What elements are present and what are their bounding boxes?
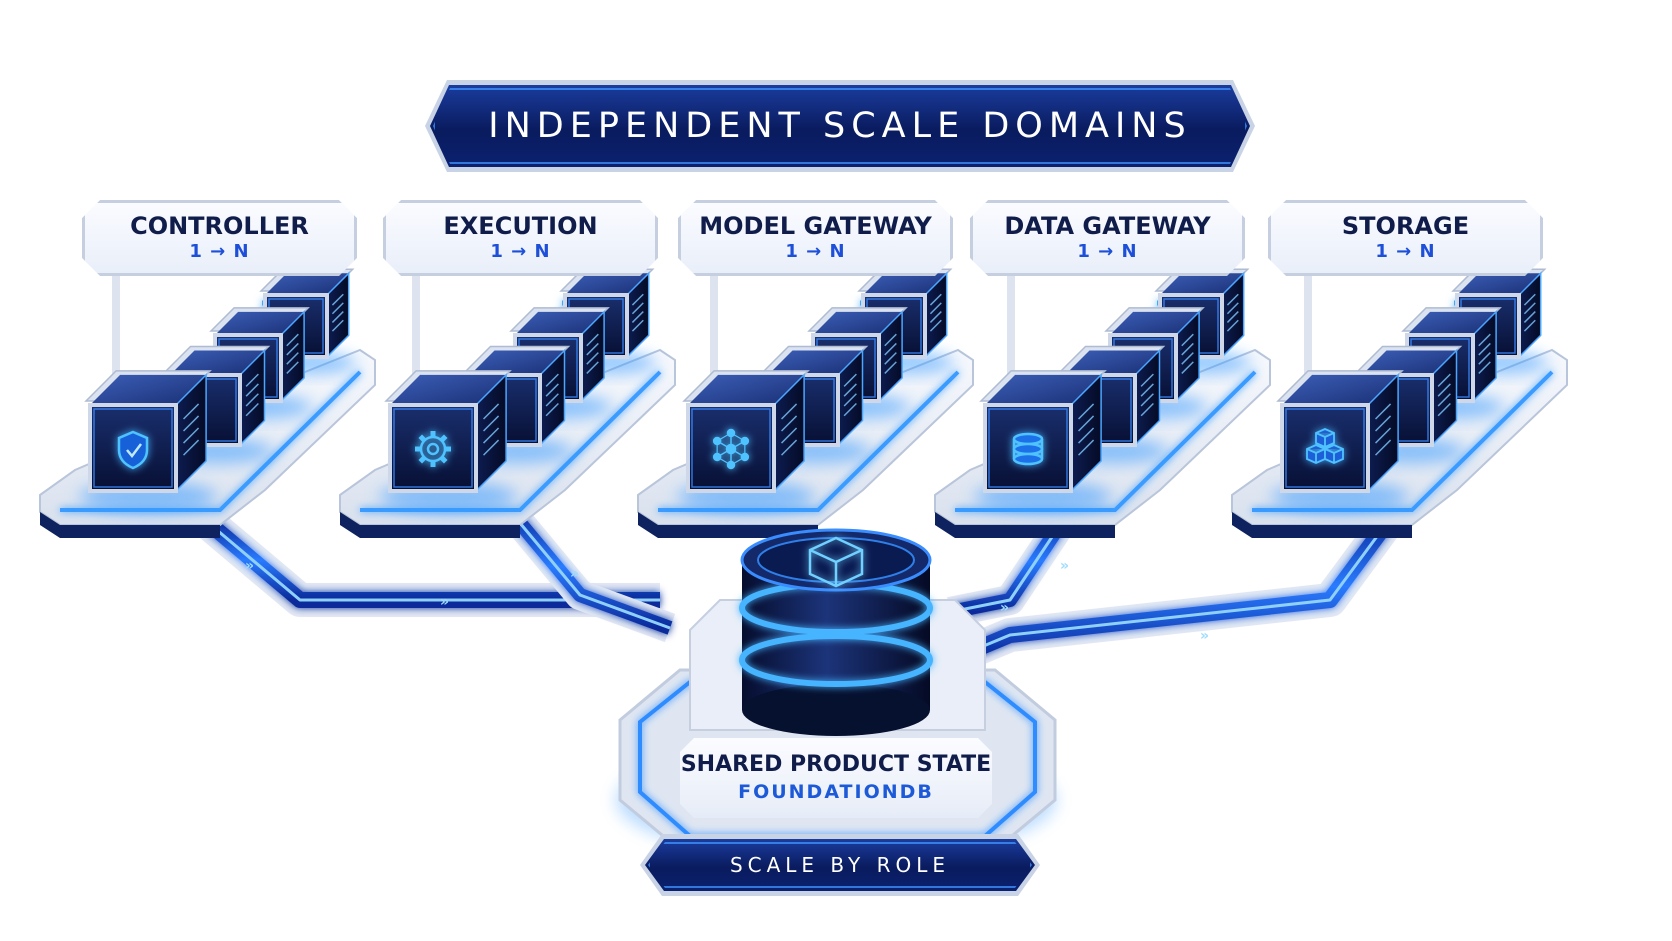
shared-state-label: SHARED PRODUCT STATE FOUNDATIONDB [680, 738, 992, 818]
domain-name: STORAGE [1341, 212, 1470, 240]
footer-banner: SCALE BY ROLE [640, 834, 1040, 896]
domain-name: MODEL GATEWAY [699, 212, 932, 240]
database-icon [1012, 432, 1044, 466]
stacked-cubes-icon [1306, 428, 1344, 464]
flow-chevron: » [245, 558, 254, 574]
domain-group-model-gateway [637, 268, 974, 538]
pipe-data-gateway [947, 501, 1083, 627]
primary-node-cube [79, 370, 217, 513]
domain-scale: 1 → N [490, 241, 551, 262]
title-banner: INDEPENDENT SCALE DOMAINS [425, 80, 1255, 172]
domain-name: CONTROLLER [130, 212, 309, 240]
flow-chevron: » [1200, 628, 1209, 644]
shield-check-icon [117, 430, 149, 470]
primary-node-cube [379, 370, 517, 513]
flow-chevron: » [570, 566, 579, 582]
footer-text: SCALE BY ROLE [729, 853, 951, 877]
domain-group-storage [1231, 268, 1568, 538]
shared-state-subtitle: FOUNDATIONDB [738, 781, 934, 803]
domain-name: DATA GATEWAY [1004, 212, 1211, 240]
domain-scale: 1 → N [1077, 241, 1138, 262]
domain-group-controller [39, 268, 376, 538]
shared-state-title: SHARED PRODUCT STATE [680, 752, 992, 777]
cube-icon [808, 536, 864, 588]
replica-node-cube [855, 268, 955, 375]
database-cylinder [739, 528, 933, 736]
pipe-execution [493, 495, 676, 643]
domain-group-execution [339, 268, 676, 538]
domain-scale: 1 → N [1375, 241, 1436, 262]
domain-name: EXECUTION [443, 212, 598, 240]
page-title: INDEPENDENT SCALE DOMAINS [488, 106, 1192, 146]
domain-group-data-gateway [934, 268, 1271, 538]
primary-node-cube [1271, 370, 1409, 513]
network-node-icon [712, 428, 750, 470]
pipe-controller [194, 506, 660, 617]
primary-node-cube [974, 370, 1112, 513]
primary-node-cube [677, 370, 815, 513]
gear-icon [415, 431, 451, 467]
flow-chevron: » [440, 594, 449, 610]
domain-scale: 1 → N [785, 241, 846, 262]
flow-chevron: » [1060, 558, 1069, 574]
domain-scale: 1 → N [189, 241, 250, 262]
flow-chevron: » [1000, 600, 1009, 616]
domain-groups [39, 268, 1568, 538]
